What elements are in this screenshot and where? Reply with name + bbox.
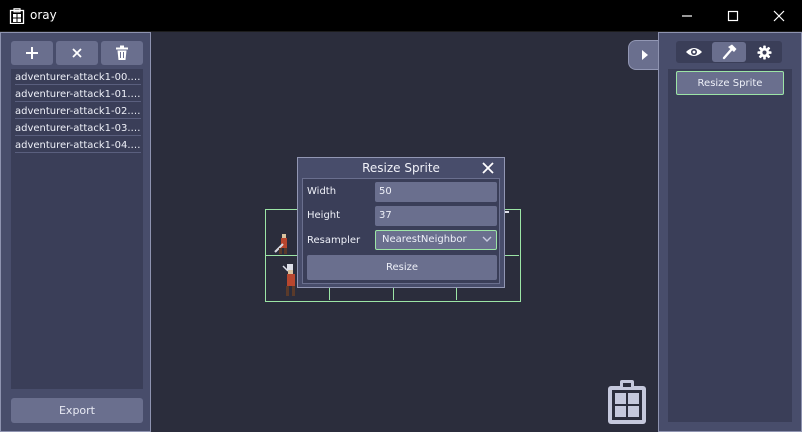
- right-panel: Resize Sprite: [658, 32, 802, 432]
- width-label: Width: [307, 186, 337, 197]
- left-panel: adventurer-attack1-00.png adventurer-att…: [0, 32, 151, 432]
- maximize-icon: [727, 10, 739, 22]
- close-icon[interactable]: [482, 162, 494, 174]
- list-item[interactable]: adventurer-attack1-01.png: [15, 89, 141, 102]
- tool-tabs: [676, 41, 782, 63]
- remove-sprite-button[interactable]: [56, 41, 98, 65]
- width-field[interactable]: 50: [375, 182, 497, 202]
- resize-sprite-button[interactable]: Resize Sprite: [676, 71, 784, 95]
- export-button[interactable]: Export: [11, 398, 143, 423]
- collapse-panel-button[interactable]: [628, 40, 660, 70]
- trash-icon: [116, 45, 128, 60]
- list-item[interactable]: adventurer-attack1-00.png: [15, 72, 141, 85]
- gear-icon: [756, 44, 772, 60]
- sprite-file-list: adventurer-attack1-00.png adventurer-att…: [11, 69, 143, 389]
- resampler-value: NearestNeighbor: [382, 234, 467, 245]
- app-clipboard-icon: [9, 8, 25, 24]
- list-item[interactable]: adventurer-attack1-02.png: [15, 106, 141, 119]
- sprite-frame-image: [282, 264, 295, 296]
- list-item[interactable]: adventurer-attack1-03.png: [15, 123, 141, 136]
- maximize-button[interactable]: [710, 0, 756, 32]
- resampler-select[interactable]: NearestNeighbor: [375, 230, 497, 250]
- chevron-down-icon: [482, 236, 492, 242]
- sprite-frame-image: [274, 234, 287, 254]
- tab-tools[interactable]: [712, 42, 746, 62]
- eye-icon: [686, 48, 702, 56]
- close-window-button[interactable]: [756, 0, 802, 32]
- list-item[interactable]: adventurer-attack1-04.png: [15, 140, 141, 153]
- window-title: oray: [30, 8, 57, 22]
- sprite-fragment: [503, 211, 509, 213]
- window-titlebar: oray: [0, 0, 802, 32]
- delete-all-button[interactable]: [101, 41, 143, 65]
- resize-button[interactable]: Resize: [307, 255, 497, 280]
- chevron-right-icon: [641, 50, 648, 60]
- add-icon: [26, 47, 38, 59]
- clipboard-grid-icon[interactable]: [606, 378, 650, 426]
- tools-panel: Resize Sprite: [668, 69, 792, 422]
- height-label: Height: [307, 210, 341, 221]
- hammer-icon: [722, 44, 737, 60]
- resize-sprite-dialog: Resize Sprite Width 50 Height 37 Resampl…: [297, 157, 505, 288]
- app-body: adventurer-attack1-00.png adventurer-att…: [0, 32, 802, 432]
- tab-view[interactable]: [677, 42, 711, 62]
- resampler-label: Resampler: [307, 235, 361, 246]
- sprite-canvas[interactable]: Resize Sprite Width 50 Height 37 Resampl…: [151, 32, 660, 432]
- add-sprite-button[interactable]: [11, 41, 53, 65]
- minimize-icon: [682, 15, 692, 17]
- dialog-body: Width 50 Height 37 Resampler NearestNeig…: [302, 178, 500, 284]
- close-icon: [72, 48, 82, 58]
- close-icon: [773, 10, 785, 22]
- tab-settings[interactable]: [747, 42, 781, 62]
- height-field[interactable]: 37: [375, 206, 497, 226]
- minimize-button[interactable]: [664, 0, 710, 32]
- dialog-title: Resize Sprite: [362, 161, 440, 175]
